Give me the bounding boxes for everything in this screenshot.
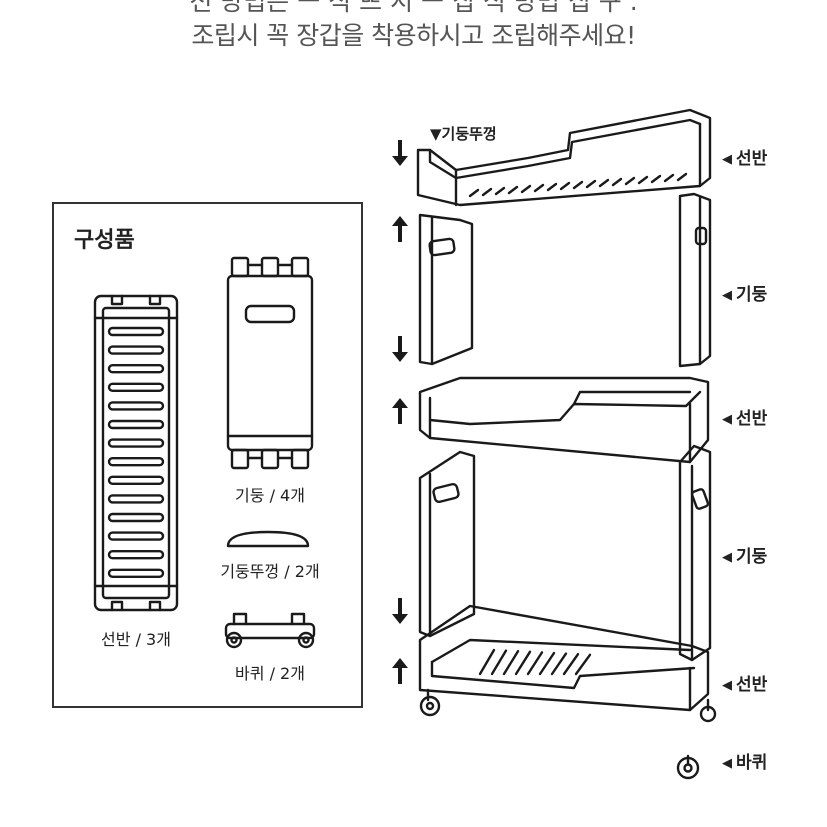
- assembly-lower-left-pillar: [418, 450, 476, 638]
- arrow-down-icon: [392, 140, 408, 166]
- part-wheel-illustration: [224, 612, 316, 649]
- slot: [637, 175, 649, 185]
- slot: [624, 176, 636, 186]
- callout-label: 선반: [736, 409, 768, 429]
- slot: [481, 187, 493, 197]
- slot: [598, 178, 610, 188]
- callout-shelf-bottom: ◀ 선반: [722, 670, 767, 695]
- part-shelf-illustration: [93, 294, 179, 612]
- assembly-lower-right-pillar: [678, 444, 712, 662]
- slot: [559, 181, 571, 191]
- slot: [107, 438, 165, 448]
- callout-label: 선반: [736, 675, 768, 695]
- slot: [533, 183, 545, 193]
- assembly-upper-left-pillar: [418, 213, 474, 366]
- slot: [468, 188, 480, 198]
- assembly-upper-right-pillar: [678, 192, 712, 368]
- callout-shelf-top: ◀ 선반: [722, 144, 767, 169]
- callout-label: 바퀴: [736, 753, 768, 773]
- callout-shelf-middle: ◀ 선반: [722, 404, 767, 429]
- slot: [107, 568, 165, 578]
- slot: [585, 179, 597, 189]
- callout-label: 기둥: [736, 547, 768, 567]
- slot: [520, 184, 532, 194]
- arrow-up-icon: [392, 398, 408, 424]
- wheel-part-label: 바퀴 / 2개: [235, 664, 305, 683]
- cap-part-label: 기둥뚜껑 / 2개: [220, 562, 320, 581]
- left-triangle-icon: ◀: [722, 412, 732, 427]
- slot: [538, 651, 556, 676]
- left-triangle-icon: ◀: [722, 678, 732, 693]
- slot: [562, 653, 580, 676]
- assembly-middle-shelf: [418, 376, 710, 464]
- callout-label: 기둥: [736, 285, 768, 305]
- arrow-up-icon: [392, 658, 408, 684]
- slot: [107, 326, 165, 337]
- slot: [107, 531, 165, 541]
- left-triangle-icon: ◀: [722, 550, 732, 565]
- left-triangle-icon: ◀: [722, 288, 732, 303]
- callout-pillar-lower: ◀ 기둥: [722, 542, 767, 567]
- slot: [107, 382, 165, 392]
- callout-label: 선반: [736, 149, 768, 169]
- left-triangle-icon: ◀: [722, 152, 732, 167]
- callout-wheel: ◀ 바퀴: [722, 748, 767, 773]
- slot: [546, 182, 558, 192]
- slot: [107, 512, 165, 523]
- assembly-top-shelf: [416, 108, 712, 207]
- slot: [107, 457, 165, 467]
- parts-title: 구성품: [74, 228, 135, 253]
- arrow-down-icon: [392, 598, 408, 624]
- slot: [650, 174, 662, 184]
- callout-pillar-upper: ◀ 기둥: [722, 280, 767, 305]
- slot: [107, 475, 165, 485]
- arrow-up-icon: [392, 216, 408, 242]
- slot: [514, 650, 532, 676]
- parts-box: 구성품: [52, 202, 363, 708]
- slot: [572, 180, 584, 190]
- slot: [526, 651, 544, 676]
- slot: [107, 419, 165, 430]
- slot: [494, 186, 506, 196]
- header-line-1: 전 방법은 ㅡ 식 뜨 시 ㅡ 칩 식 방법 칩 구 .: [189, 0, 638, 16]
- cap-assembly-label: ▼기둥뚜껑: [430, 125, 497, 143]
- assembly-bottom-shelf: [418, 604, 710, 712]
- header-line-2: 조립시 꼭 장갑을 착용하시고 조립해주세요!: [191, 21, 636, 50]
- slot: [107, 494, 165, 504]
- slot: [611, 177, 623, 187]
- shelf-part-label: 선반 / 3개: [101, 630, 171, 649]
- slot: [490, 649, 508, 676]
- slot: [107, 364, 165, 374]
- pillar-part-label: 기둥 / 4개: [235, 486, 305, 505]
- slot: [502, 650, 520, 676]
- slot: [676, 172, 688, 182]
- slot: [107, 401, 165, 411]
- instruction-header: 전 방법은 ㅡ 식 뜨 시 ㅡ 칩 식 방법 칩 구 . 조립시 꼭 장갑을 착…: [0, 0, 827, 64]
- slot: [107, 550, 165, 560]
- arrow-down-icon: [392, 336, 408, 362]
- slot: [478, 648, 496, 676]
- part-cap-illustration: [226, 530, 310, 548]
- slot: [663, 173, 675, 183]
- slot: [574, 653, 592, 676]
- left-triangle-icon: ◀: [722, 756, 732, 771]
- part-pillar-illustration: [226, 256, 314, 470]
- slot: [507, 185, 519, 195]
- slot: [107, 345, 165, 355]
- assembly-wheels: [419, 688, 717, 780]
- slot: [550, 652, 568, 676]
